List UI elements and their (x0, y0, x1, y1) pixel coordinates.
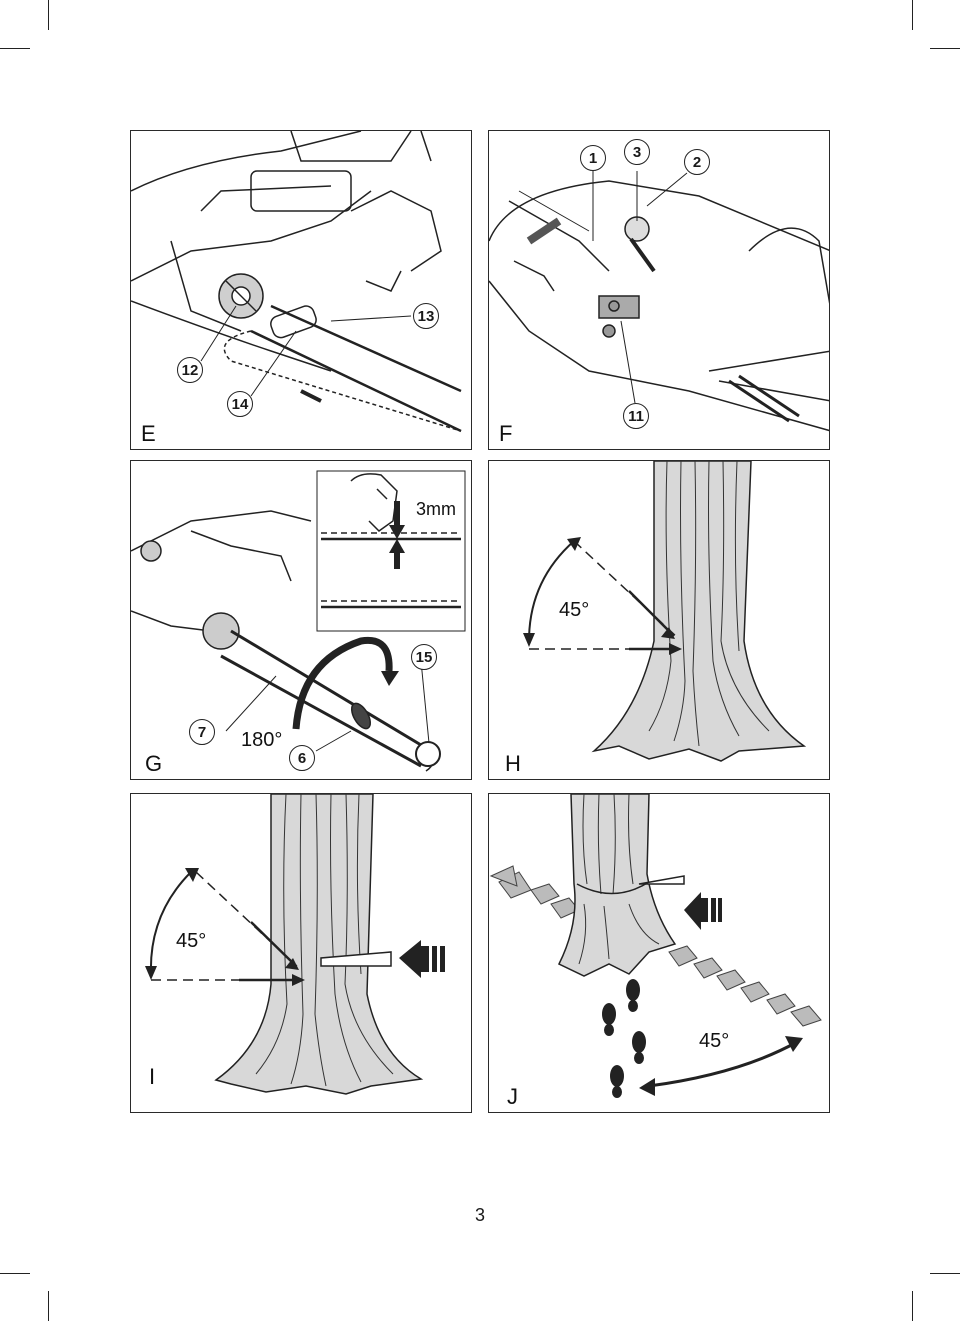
rotation-angle-label: 180° (241, 729, 283, 751)
callout-12: 12 (177, 357, 203, 383)
panel-j: 45° J (488, 793, 830, 1113)
crop-mark (930, 48, 960, 49)
callout-1: 1 (580, 145, 606, 171)
crop-mark (930, 1273, 960, 1274)
panel-h: 45° H (488, 460, 830, 780)
panel-i: 45° I (130, 793, 472, 1113)
notch-angle-label: 45° (559, 599, 590, 621)
gap-label: 3mm (416, 499, 456, 519)
panel-letter: H (505, 751, 521, 776)
crop-mark (912, 0, 913, 30)
felling-notch-illustration (523, 461, 807, 762)
crop-mark (0, 48, 30, 49)
panel-e: 12 13 14 E (130, 130, 472, 450)
panel-letter: E (141, 421, 156, 446)
panel-letter: J (507, 1084, 518, 1109)
crop-mark (48, 1291, 49, 1321)
callout-15: 15 (411, 644, 437, 670)
crop-mark (912, 1291, 913, 1321)
callout-6: 6 (289, 745, 315, 771)
panel-f: 1 3 2 11 F (488, 130, 830, 450)
callout-3: 3 (624, 139, 650, 165)
callout-2: 2 (684, 149, 710, 175)
crop-mark (0, 1273, 30, 1274)
notch-angle-label: 45° (176, 930, 207, 952)
chain-reversal-illustration (131, 470, 466, 772)
chain-tension-illustration (131, 131, 462, 433)
panel-g: 3mm 15 7 6 180° G (130, 460, 472, 780)
callout-14: 14 (227, 391, 253, 417)
panel-letter: G (145, 751, 163, 776)
back-cut-illustration (145, 794, 445, 1095)
chain-saw-handle-illustration (489, 171, 829, 432)
panel-letter: I (149, 1064, 156, 1089)
crop-mark (48, 0, 49, 30)
panel-letter: F (499, 421, 513, 446)
page-number: 3 (474, 1205, 485, 1225)
escape-angle-label: 45° (699, 1030, 730, 1052)
callout-13: 13 (413, 303, 439, 329)
felling-direction-illustration (489, 794, 822, 1098)
callout-7: 7 (189, 719, 215, 745)
callout-11: 11 (623, 403, 649, 429)
